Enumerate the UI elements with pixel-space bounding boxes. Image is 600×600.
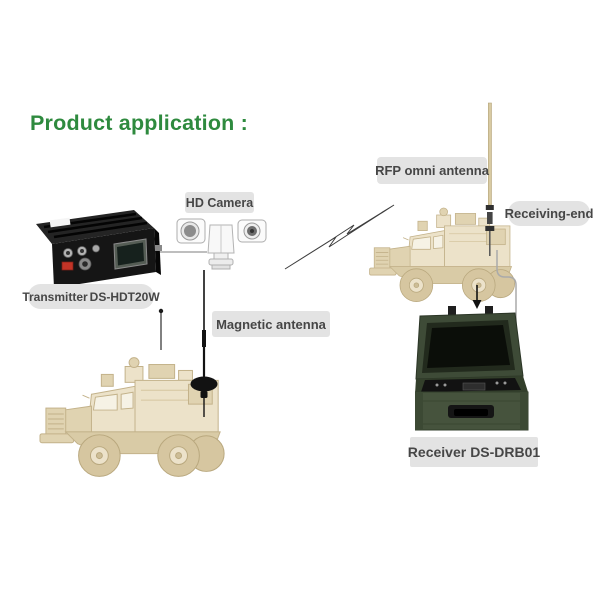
vehicle-whip-antenna-icon	[158, 308, 164, 350]
transmitter-device-image	[36, 210, 162, 288]
hd-camera-image	[176, 218, 267, 270]
antenna-receiver-line	[496, 250, 517, 366]
receiver-case-image	[415, 306, 529, 431]
lightning-bolt-icon	[284, 204, 395, 270]
transmitter-label-badge: Transmitter DS-HDT20W	[22, 284, 160, 309]
magnetic-antenna-label-badge: Magnetic antenna	[212, 311, 330, 337]
receiving-end-label-badge: Receiving-end	[505, 201, 593, 226]
rfp-omni-antenna-label-badge: RFP omni antenna	[375, 157, 489, 184]
hd-camera-label: HD Camera	[185, 195, 254, 210]
page-title: Product application :	[30, 111, 249, 135]
magnetic-antenna-label: Magnetic antenna	[216, 316, 326, 332]
receiver-label: Receiver	[407, 444, 467, 460]
transmitter-label: Transmitter	[22, 289, 88, 304]
omni-antenna-image	[485, 102, 495, 256]
receiver-label-badge: Receiver DS-DRB01	[407, 437, 541, 467]
receiving-end-label: Receiving-end	[504, 206, 594, 221]
hd-camera-label-badge: HD Camera	[185, 192, 254, 213]
rfp-omni-antenna-label: RFP omni antenna	[375, 163, 489, 178]
transmitter-model: DS-HDT20W	[89, 289, 160, 304]
receiver-model: DS-DRB01	[470, 444, 541, 460]
magnetic-antenna-image	[190, 270, 218, 417]
down-arrow-icon	[472, 285, 482, 309]
